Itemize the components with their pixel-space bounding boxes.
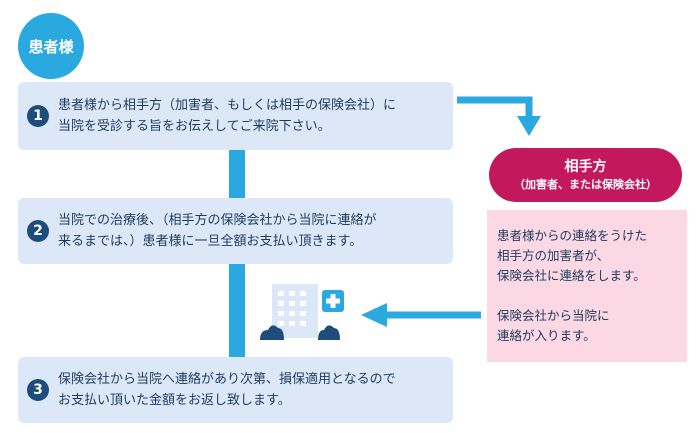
connector-line-lower	[229, 264, 245, 357]
arrow-down-icon	[457, 96, 541, 136]
info-box: 患者様からの連絡をうけた 相手方の加害者が、 保険会社に連絡をします。 保険会社…	[487, 210, 687, 362]
info-paragraph-2: 保険会社から当院に 連絡が入ります。	[497, 308, 610, 343]
step-1-box: 1 患者様から相手方（加害者、もしくは相手の保険会社）に 当院を受診する旨をお伝…	[18, 82, 453, 150]
counterparty-badge: 相手方 （加害者、または保険会社）	[489, 148, 682, 202]
arrow-left-icon	[361, 303, 481, 327]
step-3-text: 保険会社から当院へ連絡があり次第、損保適用となるので お支払い頂いた金額をお返し…	[58, 372, 396, 408]
step-2-box: 2 当院での治療後、（相手方の保険会社から当院に連絡が 来るまでは、）患者様に一…	[18, 198, 453, 264]
hospital-icon	[260, 284, 344, 340]
step-1-number: 1	[27, 105, 49, 127]
step-3-number: 3	[27, 379, 49, 401]
counterparty-subtitle: （加害者、または保険会社）	[514, 178, 657, 191]
counterparty-title: 相手方	[564, 159, 607, 175]
step-2-number: 2	[27, 220, 49, 242]
step-1-text: 患者様から相手方（加害者、もしくは相手の保険会社）に 当院を受診する旨をお伝えし…	[58, 98, 397, 134]
connector-line-upper	[229, 150, 245, 198]
patient-label: 患者様	[28, 37, 74, 56]
step-2-text: 当院での治療後、（相手方の保険会社から当院に連絡が 来るまでは、）患者様に一旦全…	[58, 213, 377, 249]
step-3-box: 3 保険会社から当院へ連絡があり次第、損保適用となるので お支払い頂いた金額をお…	[18, 357, 453, 423]
patient-badge: 患者様	[18, 13, 84, 79]
info-paragraph-1: 患者様からの連絡をうけた 相手方の加害者が、 保険会社に連絡をします。	[497, 228, 648, 283]
